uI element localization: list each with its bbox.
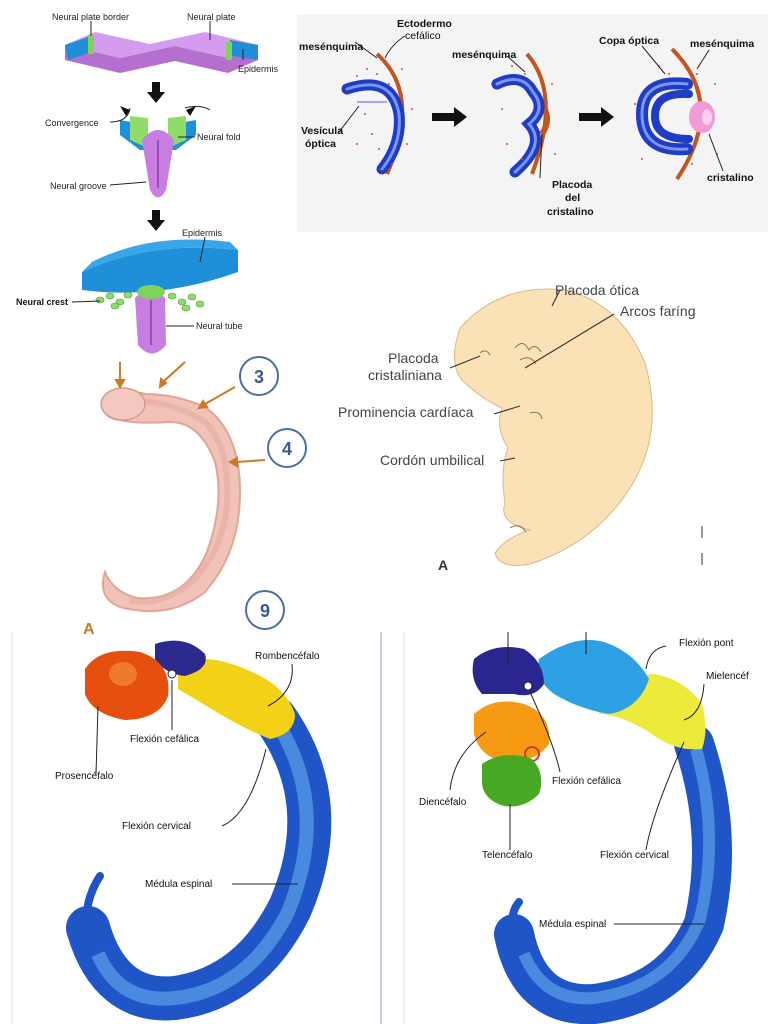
label-cristalino: cristalino [707, 172, 754, 184]
embryo-sketch-panel: Placoda ótica Arcos faríng Placoda crist… [330, 268, 710, 573]
circle-marker-3: 3 [239, 356, 279, 396]
label-diencefalo: Diencéfalo [419, 797, 467, 808]
label-placoda-otica: Placoda ótica [555, 282, 639, 298]
optic-vesicle-stage [341, 52, 413, 175]
label-mesenquima-3: mesénquima [690, 38, 754, 50]
label-neural-fold: Neural fold [197, 132, 241, 142]
label-medula-espinal: Médula espinal [145, 879, 212, 890]
label-neural-crest: Neural crest [16, 297, 68, 307]
spinal-cord [66, 696, 332, 1021]
label-flexion-cefalica-right: Flexión cefálica [552, 776, 621, 787]
convergence-arrow-left-icon [120, 106, 130, 116]
panel-letter-a: A [83, 621, 95, 638]
label-flexion-pont: Flexión pont [679, 638, 734, 649]
label-ectodermo-line1: Ectodermo [397, 18, 452, 30]
label-placoda-line2: cristaliniana [368, 367, 442, 383]
convergence-arrow-right-icon [186, 106, 196, 116]
label-epidermis-bottom: Epidermis [182, 228, 223, 238]
label-epidermis-top: Epidermis [238, 64, 279, 74]
brain-diagram-left: Rombencéfalo Flexión cefálica Prosencéfa… [0, 614, 384, 1024]
label-medula-espinal-right: Médula espinal [539, 919, 606, 930]
label-neural-groove: Neural groove [50, 181, 107, 191]
label-flexion-cervical-right: Flexión cervical [600, 850, 669, 861]
circle-marker-9: 9 [245, 590, 285, 630]
down-arrow-icon [147, 210, 165, 231]
svg-text:4: 4 [282, 439, 292, 459]
label-cordon-umbilical: Cordón umbilical [380, 452, 484, 468]
embryo-photo [100, 387, 242, 613]
label-placoda-line1: Placoda [388, 350, 439, 366]
label-prominencia-cardiaca: Prominencia cardíaca [338, 404, 474, 420]
neural-fold-structure [120, 116, 196, 198]
embryo-outline [454, 288, 653, 567]
label-rombencefalo: Rombencéfalo [255, 651, 320, 662]
label-placoda-line2: del [565, 192, 580, 204]
svg-text:9: 9 [260, 601, 270, 621]
panel-letter-a-sketch: A [438, 557, 448, 573]
label-neural-plate: Neural plate [187, 12, 236, 22]
label-placoda-line3: cristalino [547, 206, 594, 218]
down-arrow-icon [147, 82, 165, 103]
svg-text:3: 3 [254, 367, 264, 387]
label-mesenquima-1: mesénquima [299, 41, 363, 53]
telencefalo-part [482, 755, 542, 807]
rombencefalo-part [178, 659, 295, 739]
right-arrow-icon [579, 107, 614, 127]
label-telencefalo: Telencéfalo [482, 850, 533, 861]
circle-marker-4: 4 [267, 428, 307, 468]
optic-development-panel: mesénquima Ectodermo cefálico Vesícula ó… [297, 14, 768, 232]
label-placoda-line1: Placoda [552, 179, 592, 191]
label-prosencefalo: Prosencéfalo [55, 771, 114, 782]
label-convergence: Convergence [45, 118, 99, 128]
neurulation-panel: Neural plate border Neural plate Epiderm… [0, 0, 290, 362]
label-neural-tube: Neural tube [196, 321, 243, 331]
metencefalo-part [538, 640, 649, 714]
label-mesenquima-2: mesénquima [452, 49, 516, 61]
right-arrow-icon [432, 107, 467, 127]
label-arcos-faring: Arcos faríng [620, 303, 695, 319]
neural-tube-structure [82, 239, 238, 354]
label-flexion-cervical: Flexión cervical [122, 821, 191, 832]
label-neural-plate-border: Neural plate border [52, 12, 129, 22]
brain-diagram-right: Flexión pont Mielencéf Flexión cefálica … [384, 614, 768, 1024]
optic-cup-stage [634, 47, 718, 181]
label-copa-optica: Copa óptica [599, 35, 659, 47]
label-mielencef: Mielencéf [706, 671, 749, 682]
label-vesicula-line2: óptica [305, 138, 336, 150]
label-flexion-cefalica: Flexión cefálica [130, 734, 199, 745]
embryo-photo-panel: 3 4 9 A [75, 352, 307, 640]
label-vesicula-line1: Vesícula [301, 125, 343, 137]
neural-plate-slab [65, 32, 258, 73]
lens-placode-stage [491, 52, 556, 178]
label-ectodermo-line2: cefálico [405, 30, 441, 42]
flexion-cefalica-part [155, 640, 206, 676]
